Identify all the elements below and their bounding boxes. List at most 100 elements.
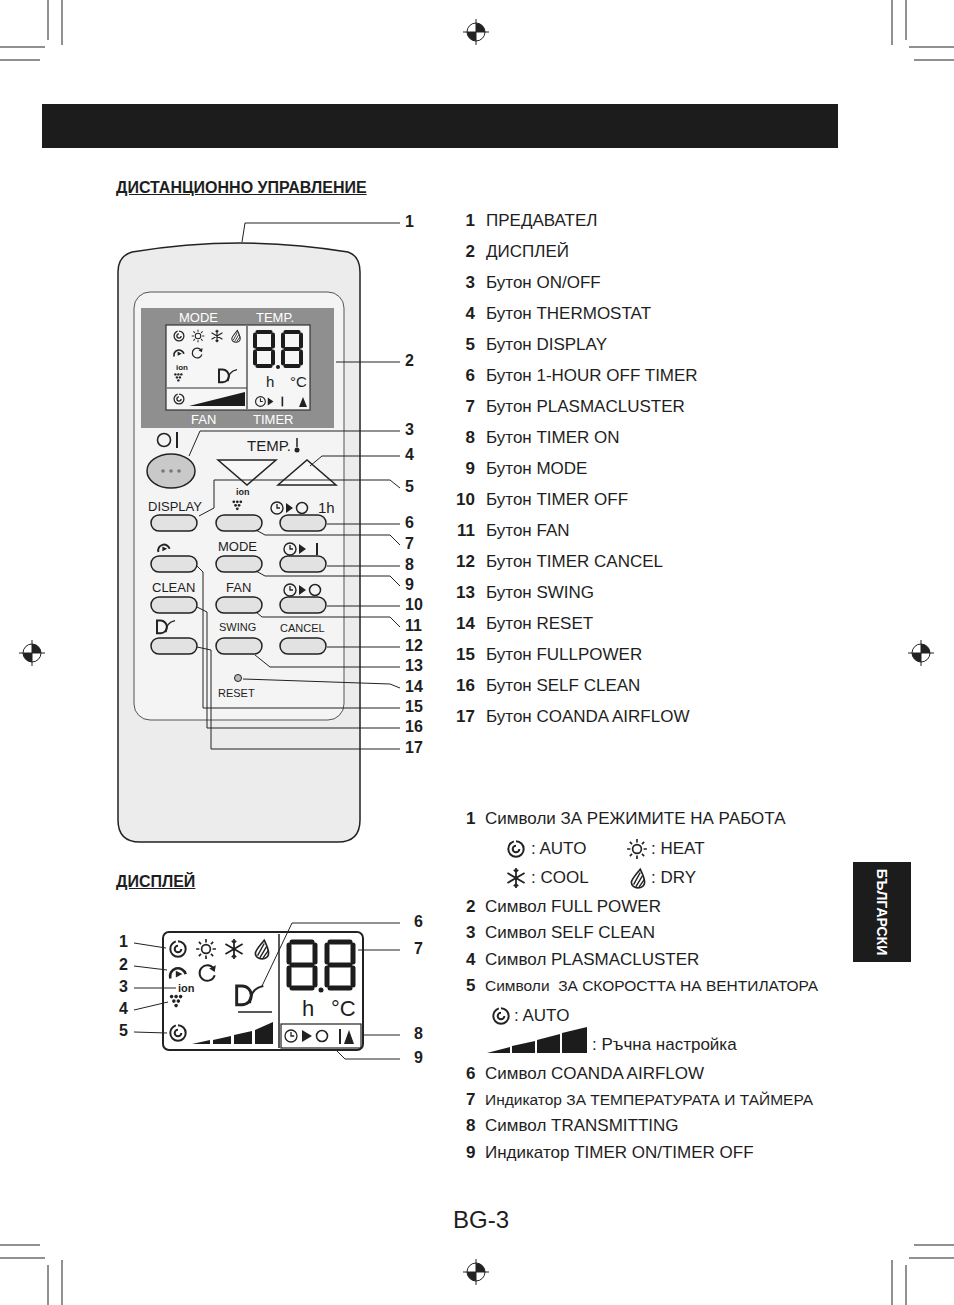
part-name: ПРЕДАВАТЕЛ (486, 212, 597, 229)
callout-number: 7 (405, 536, 414, 552)
callout-number: 1 (466, 212, 475, 229)
symbol-name: Символ FULL POWER (485, 898, 661, 915)
panel-text: MODE (179, 311, 218, 324)
part-name: Бутон SWING (486, 584, 594, 601)
symbol-name: Символ COANDA AIRFLOW (485, 1065, 704, 1082)
callout-number: 4 (405, 447, 414, 463)
button-label: DISPLAY (148, 500, 202, 513)
lcd-screen (141, 308, 334, 428)
callout-number: 5 (466, 977, 475, 994)
panel-text: БЪЛГАРСКИ (875, 869, 889, 955)
part-name: Бутон RESET (486, 615, 593, 632)
icon-label: ion (178, 983, 195, 994)
callout-number: 14 (405, 679, 423, 695)
callout-number: 5 (119, 1023, 128, 1039)
callout-number: 6 (466, 367, 475, 384)
callout-number: 16 (405, 719, 423, 735)
part-name: Бутон FULLPOWER (486, 646, 642, 663)
callout-number: 7 (466, 398, 475, 415)
part-name: Бутон COANDA AIRFLOW (486, 708, 689, 725)
callout-number: 11 (405, 618, 422, 634)
callout-number: 6 (405, 515, 414, 531)
callout-number: 14 (456, 615, 475, 632)
part-name: Бутон TIMER ON (486, 429, 620, 446)
callout-number: 4 (119, 1001, 128, 1017)
callout-number: 4 (466, 951, 475, 968)
callout-number: 3 (119, 979, 128, 995)
part-name: Бутон FAN (486, 522, 570, 539)
part-name: ДИСПЛЕЙ (486, 243, 569, 260)
callout-number: 2 (405, 353, 414, 369)
button-label: RESET (218, 688, 255, 699)
callout-number: 11 (457, 522, 475, 539)
section-heading: ДИСПЛЕЙ (116, 874, 195, 890)
lcd-unit: h (302, 998, 314, 1020)
callout-number: 6 (466, 1065, 475, 1082)
symbol-name: Символ SELF CLEAN (485, 924, 655, 941)
callout-number: 8 (466, 1117, 475, 1134)
symbol-name: Символи ЗА РЕЖИМИТЕ НА РАБОТА (485, 810, 786, 827)
panel-text: TEMP. (256, 311, 294, 324)
callout-number: 2 (466, 898, 475, 915)
lcd-unit: h (266, 374, 274, 389)
callout-number: 8 (466, 429, 475, 446)
callout-number: 3 (466, 274, 475, 291)
panel-text: TIMER (253, 413, 293, 426)
part-name: Бутон 1-HOUR OFF TIMER (486, 367, 698, 384)
callout-number: 13 (456, 584, 475, 601)
button-label: 1h (318, 500, 335, 515)
part-name: Бутон SELF CLEAN (486, 677, 640, 694)
part-name: Бутон TIMER CANCEL (486, 553, 663, 570)
callout-number: 1 (466, 810, 475, 827)
mode-name: : Ръчна настройка (592, 1036, 737, 1053)
callout-number: 17 (405, 740, 423, 756)
button-label: MODE (218, 540, 257, 553)
callout-number: 13 (405, 658, 423, 674)
button-label: CLEAN (152, 581, 195, 594)
callout-number: 7 (414, 941, 423, 957)
callout-number: 9 (466, 460, 475, 477)
callout-number: 7 (466, 1091, 475, 1108)
callout-number: 1 (405, 214, 414, 230)
symbol-name: Символи ЗА СКОРОСТТА НА ВЕНТИЛАТОРА (485, 978, 818, 994)
mode-name: : COOL (531, 869, 589, 886)
icon-label: ion (176, 364, 188, 372)
callout-number: 5 (466, 336, 475, 353)
callout-number: 6 (414, 914, 423, 930)
callout-number: 10 (456, 491, 475, 508)
part-name: Бутон PLASMACLUSTER (486, 398, 685, 415)
part-name: Бутон DISPLAY (486, 336, 607, 353)
callout-number: 4 (466, 305, 475, 322)
display-panel: MODE TEMP. FAN TIMER (141, 308, 334, 428)
callout-number: 8 (405, 557, 414, 573)
callout-number: 2 (119, 957, 128, 973)
mode-name: : DRY (651, 869, 696, 886)
part-name: Бутон THERMOSTAT (486, 305, 651, 322)
callout-number: 9 (466, 1144, 475, 1161)
callout-number: 9 (414, 1050, 423, 1066)
page-number: BG-3 (453, 1208, 509, 1232)
symbol-name: Символ PLASMACLUSTER (485, 951, 699, 968)
mode-name: : AUTO (531, 840, 586, 857)
callout-number: 5 (405, 479, 414, 495)
lcd-unit: °C (331, 998, 356, 1020)
callout-number: 3 (405, 422, 414, 438)
mode-name: : AUTO (514, 1007, 569, 1024)
callout-number: 15 (456, 646, 475, 663)
language-tab: БЪЛГАРСКИ (853, 862, 911, 962)
mode-name: : HEAT (651, 840, 705, 857)
lcd-unit: °C (290, 374, 307, 389)
icon-label: ion (236, 488, 250, 497)
callout-number: 12 (456, 553, 475, 570)
callout-number: 3 (466, 924, 475, 941)
callout-number: 16 (456, 677, 475, 694)
callout-number: 17 (456, 708, 475, 725)
callout-number: 1 (119, 934, 128, 950)
symbol-name: Индикатор TIMER ON/TIMER OFF (485, 1144, 754, 1161)
button-label: TEMP. (247, 438, 291, 453)
part-name: Бутон ON/OFF (486, 274, 601, 291)
panel-text: FAN (191, 413, 216, 426)
section-heading: ДИСТАНЦИОННО УПРАВЛЕНИЕ (116, 180, 367, 196)
button-label: CANCEL (280, 623, 325, 634)
part-name: Бутон TIMER OFF (486, 491, 628, 508)
